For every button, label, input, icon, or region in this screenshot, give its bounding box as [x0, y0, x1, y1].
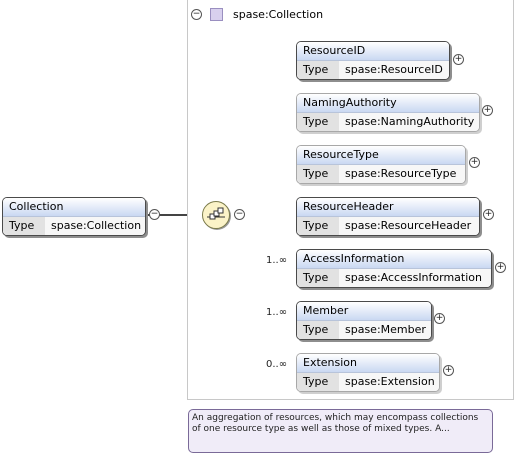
element-name: NamingAuthority	[297, 94, 479, 113]
element-name: ResourceHeader	[297, 198, 479, 217]
expand-icon[interactable]: +	[453, 54, 464, 65]
expand-icon[interactable]: +	[483, 209, 494, 220]
expand-icon[interactable]: +	[469, 157, 480, 168]
type-value: spase:Extension	[345, 375, 435, 388]
element-resourceheader[interactable]: ResourceHeader Type spase:ResourceHeader	[296, 197, 480, 236]
element-type-row: Type spase:Member	[297, 321, 431, 339]
element-name: AccessInformation	[297, 250, 491, 269]
element-type-row: Type spase:NamingAuthority	[297, 113, 479, 131]
element-member[interactable]: Member Type spase:Member	[296, 301, 432, 340]
element-resourceid[interactable]: ResourceID Type spase:ResourceID	[296, 41, 450, 80]
type-value: spase:ResourceType	[345, 167, 457, 180]
element-type-row: Type spase:AccessInformation	[297, 269, 491, 287]
type-label: Type	[297, 373, 339, 391]
type-value: spase:AccessInformation	[345, 271, 482, 284]
element-type-row: Type spase:ResourceID	[297, 61, 449, 79]
expand-icon[interactable]: +	[443, 365, 454, 376]
element-name: ResourceID	[297, 42, 449, 61]
type-label: Type	[297, 269, 339, 287]
element-extension[interactable]: Extension Type spase:Extension	[296, 353, 440, 392]
type-label: Type	[297, 165, 339, 183]
element-type-row: Type spase:ResourceType	[297, 165, 465, 183]
group-header: − spase:Collection	[191, 6, 323, 22]
element-type-row: Type spase:Extension	[297, 373, 439, 391]
element-accessinformation[interactable]: AccessInformation Type spase:AccessInfor…	[296, 249, 492, 288]
element-namingauthority[interactable]: NamingAuthority Type spase:NamingAuthori…	[296, 93, 480, 132]
type-value: spase:Collection	[51, 219, 142, 232]
collapse-icon[interactable]: −	[149, 209, 160, 220]
root-element-collection[interactable]: Collection Type spase:Collection	[2, 197, 146, 236]
root-element-type-row: Type spase:Collection	[3, 217, 145, 235]
root-element-name: Collection	[3, 198, 145, 217]
type-label: Type	[297, 321, 339, 339]
type-label: Type	[297, 113, 339, 131]
occurrence-label: 1..∞	[266, 307, 288, 318]
element-name: ResourceType	[297, 146, 465, 165]
type-label: Type	[297, 217, 339, 235]
collapse-icon[interactable]: −	[191, 8, 202, 20]
occurrence-label: 1..∞	[266, 255, 288, 266]
sequence-glyph	[207, 207, 225, 220]
expand-icon[interactable]: +	[482, 105, 493, 116]
complex-type-icon	[210, 7, 223, 21]
type-value: spase:ResourceID	[345, 63, 443, 76]
type-value: spase:ResourceHeader	[345, 219, 472, 232]
occurrence-label: 0..∞	[266, 359, 288, 370]
type-label: Type	[297, 61, 339, 79]
expand-icon[interactable]: +	[495, 262, 506, 273]
element-name: Extension	[297, 354, 439, 373]
type-value: spase:Member	[345, 323, 426, 336]
element-resourcetype[interactable]: ResourceType Type spase:ResourceType	[296, 145, 466, 184]
group-title: spase:Collection	[233, 7, 324, 21]
type-label: Type	[3, 217, 45, 235]
element-name: Member	[297, 302, 431, 321]
type-value: spase:NamingAuthority	[345, 115, 475, 128]
collapse-icon[interactable]: −	[234, 209, 245, 220]
documentation-tooltip: An aggregation of resources, which may e…	[188, 409, 493, 453]
element-type-row: Type spase:ResourceHeader	[297, 217, 479, 235]
expand-icon[interactable]: +	[434, 313, 445, 324]
sequence-icon[interactable]	[202, 201, 230, 229]
